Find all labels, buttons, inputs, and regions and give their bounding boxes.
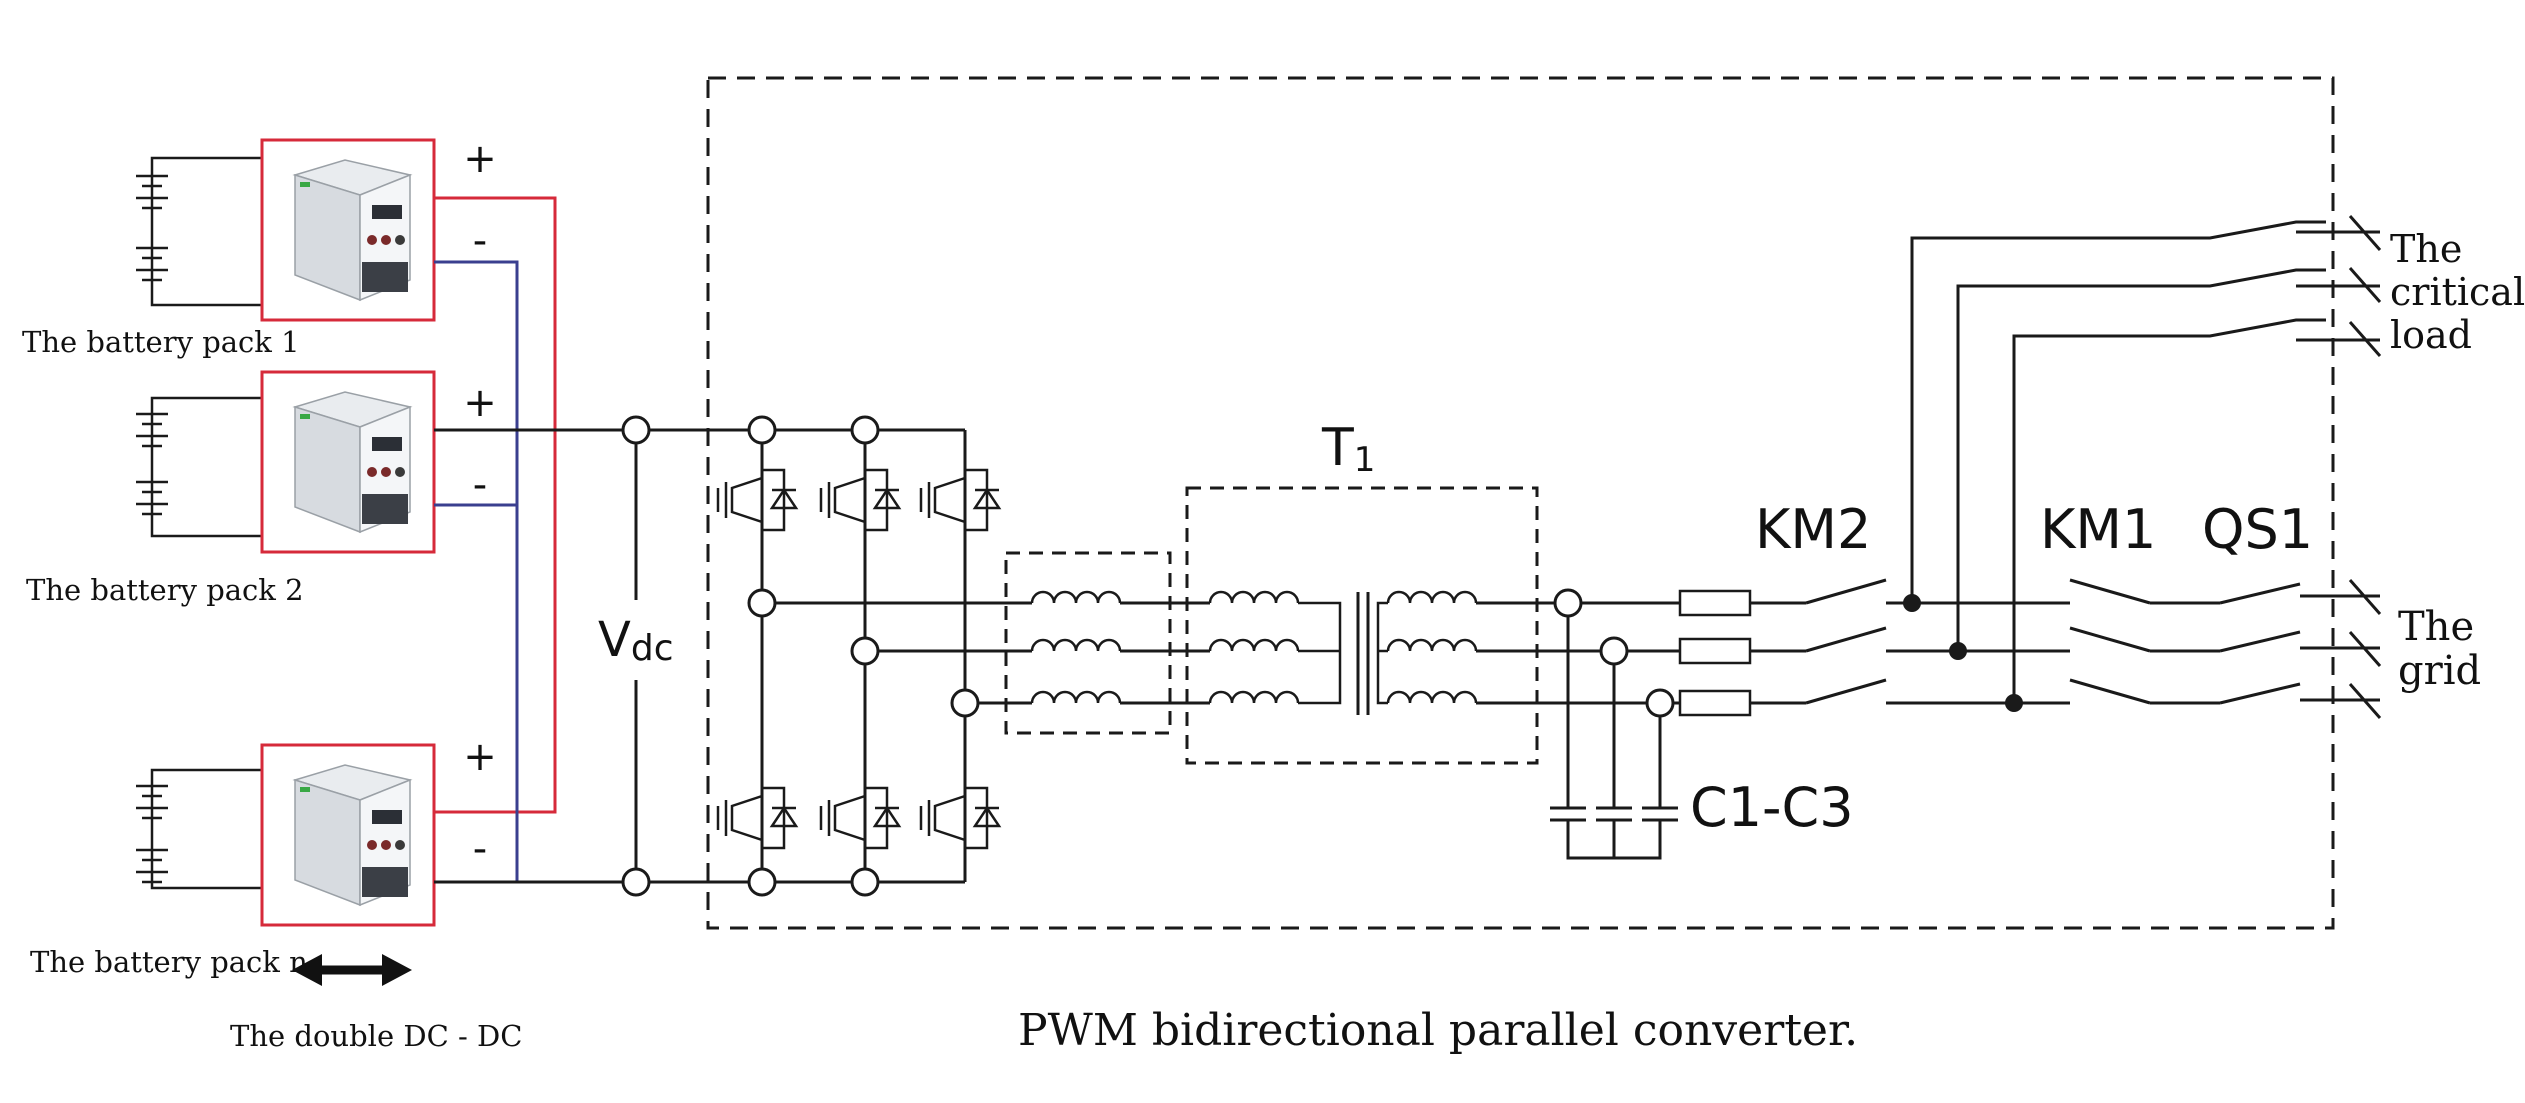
dcdc-module-image bbox=[292, 764, 413, 907]
transformer-label: T1 bbox=[1321, 418, 1375, 480]
negative-terminal-label: - bbox=[473, 218, 487, 264]
battery-pack-label: The battery pack n bbox=[30, 945, 308, 979]
km1-label: KM1 bbox=[2040, 498, 2156, 561]
igbt-switch-icon bbox=[819, 778, 902, 858]
km2-contactor bbox=[1750, 578, 2070, 705]
bidirectional-arrow-icon bbox=[292, 954, 412, 986]
dcdc-module-image bbox=[292, 391, 413, 534]
dcdc-module-image bbox=[292, 159, 413, 302]
grid-label: The grid bbox=[2398, 604, 2487, 694]
battery-cells-icon bbox=[136, 174, 168, 282]
figure-caption: PWM bidirectional parallel converter. bbox=[1018, 1005, 1858, 1056]
positive-terminal-label: + bbox=[463, 136, 497, 182]
converter-enclosure bbox=[706, 76, 2335, 930]
vdc-capacitor-link bbox=[621, 415, 651, 897]
igbt-switch-icon bbox=[716, 460, 799, 540]
positive-terminal-label: + bbox=[463, 380, 497, 426]
qs1-switch bbox=[2219, 579, 2382, 719]
positive-terminal-label: + bbox=[463, 734, 497, 780]
qs1-label: QS1 bbox=[2202, 498, 2313, 561]
critical-load-label: The critical load bbox=[2390, 227, 2525, 357]
battery-pack-1: + - The battery pack 1 bbox=[22, 136, 497, 359]
fuse-icon bbox=[1678, 589, 1752, 717]
km1-contactor bbox=[2069, 578, 2220, 705]
negative-terminal-label: - bbox=[473, 462, 487, 508]
km2-label: KM2 bbox=[1755, 498, 1871, 561]
inverter-bridge bbox=[747, 415, 1010, 897]
battery-pack-2: + - The battery pack 2 bbox=[26, 370, 497, 607]
battery-cells-icon bbox=[136, 784, 168, 884]
filter-inductors bbox=[1010, 590, 1210, 705]
vdc-label: Vdc bbox=[598, 612, 674, 669]
transformer-windings bbox=[1208, 590, 1478, 715]
critical-load-branches bbox=[1903, 215, 2382, 712]
transformer-box bbox=[1185, 486, 1539, 765]
battery-pack-label: The battery pack 2 bbox=[26, 573, 304, 607]
battery-pack-n: + - The battery pack n bbox=[30, 734, 497, 979]
negative-bus-wiring bbox=[434, 260, 519, 882]
capacitor-bank bbox=[1550, 588, 1678, 860]
battery-pack-label: The battery pack 1 bbox=[22, 325, 300, 359]
ac-output-lines bbox=[1476, 601, 1680, 705]
capacitor-label: C1-C3 bbox=[1690, 776, 1854, 839]
igbt-switch-icon bbox=[716, 778, 799, 858]
igbt-switch-icon bbox=[919, 460, 1002, 540]
battery-cells-icon bbox=[136, 412, 168, 516]
dcdc-label: The double DC - DC bbox=[230, 1019, 522, 1053]
igbt-switch-icon bbox=[819, 460, 902, 540]
filter-inductor-box bbox=[1004, 551, 1172, 735]
igbt-switch-icon bbox=[919, 778, 1002, 858]
negative-terminal-label: - bbox=[473, 826, 487, 872]
